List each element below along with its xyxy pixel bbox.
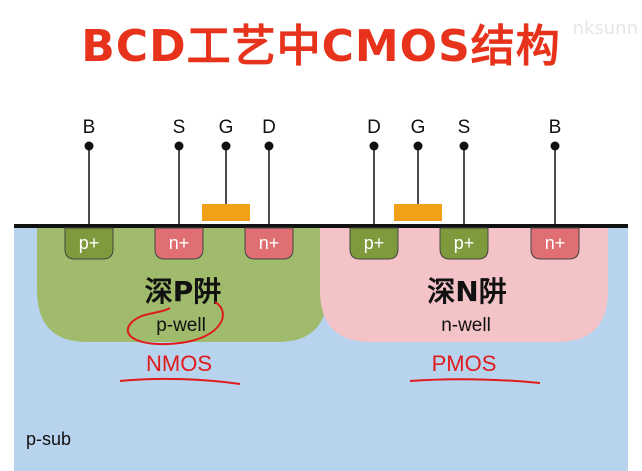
nmos-terminal-b: B xyxy=(83,117,96,226)
pmos-underline xyxy=(409,378,541,384)
svg-text:B: B xyxy=(83,117,96,138)
nmos-gate xyxy=(202,204,250,221)
svg-text:n+: n+ xyxy=(259,233,280,253)
svg-text:S: S xyxy=(458,117,471,138)
svg-text:n+: n+ xyxy=(545,233,566,253)
pmos-contact-p-plus-drain: p+ xyxy=(349,227,399,260)
nmos-contact-p-plus: p+ xyxy=(64,227,114,260)
p-sub-label: p-sub xyxy=(26,429,71,449)
nmos-label: NMOS xyxy=(146,351,212,376)
nmos-terminal-g: G xyxy=(219,117,234,204)
p-well-cn-label: 深P阱 xyxy=(145,275,222,308)
pmos-contact-n-plus: n+ xyxy=(530,227,580,260)
svg-text:G: G xyxy=(219,117,234,138)
svg-text:n+: n+ xyxy=(169,233,190,253)
svg-text:G: G xyxy=(411,117,426,138)
page-title: BCD工艺中CMOS结构 xyxy=(81,21,561,72)
svg-text:D: D xyxy=(262,117,276,138)
nmos-underline xyxy=(119,377,241,385)
svg-text:B: B xyxy=(549,117,562,138)
pmos-label: PMOS xyxy=(432,351,497,376)
svg-text:p+: p+ xyxy=(364,233,385,253)
p-well-label: p-well xyxy=(156,315,206,336)
nmos-terminal-d: D xyxy=(262,117,276,226)
nmos-terminal-s: S xyxy=(173,117,186,226)
svg-text:S: S xyxy=(173,117,186,138)
p-well-circle-annotation xyxy=(126,301,224,346)
svg-text:p+: p+ xyxy=(79,233,100,253)
n-well-label: n-well xyxy=(441,315,491,336)
pmos-terminal-s: S xyxy=(458,117,471,226)
pmos-terminal-d: D xyxy=(367,117,381,226)
nmos-contact-n-plus-source: n+ xyxy=(154,227,204,260)
svg-text:D: D xyxy=(367,117,381,138)
n-well-cn-label: 深N阱 xyxy=(427,275,506,308)
pmos-gate xyxy=(394,204,442,221)
watermark: nksunn xyxy=(572,18,638,39)
svg-text:p+: p+ xyxy=(454,233,475,253)
nmos-contact-n-plus-drain: n+ xyxy=(244,227,294,260)
pmos-terminal-b: B xyxy=(549,117,562,226)
pmos-terminal-g: G xyxy=(411,117,426,204)
pmos-contact-p-plus-source: p+ xyxy=(439,227,489,260)
